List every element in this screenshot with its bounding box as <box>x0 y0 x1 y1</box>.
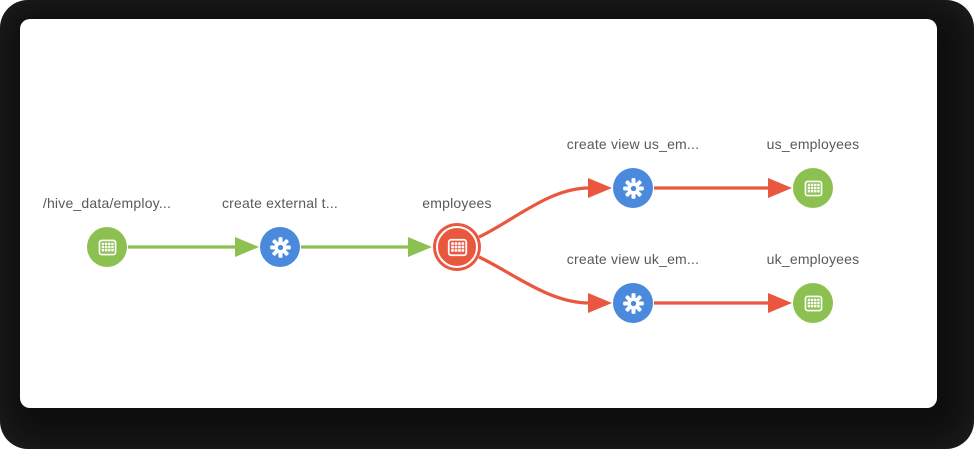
table-grid-glyph <box>98 239 116 255</box>
arrowhead-icon <box>768 293 792 313</box>
lineage-edge-employees-to-create-view-uk <box>478 255 590 305</box>
table-icon <box>96 236 119 259</box>
lineage-node-label-uk-employees: uk_employees <box>766 251 860 267</box>
lineage-node-label-employees: employees <box>422 195 492 211</box>
gear-glyph <box>622 292 644 314</box>
lineage-node-create-view-us[interactable] <box>613 168 653 208</box>
gear-glyph <box>622 177 644 199</box>
lineage-node-label-create-view-us: create view us_em... <box>566 136 700 152</box>
table-grid-glyph <box>804 295 822 311</box>
table-icon <box>802 292 825 315</box>
lineage-node-uk-employees[interactable] <box>793 283 833 323</box>
arrowhead-icon <box>235 237 259 257</box>
lineage-node-us-employees[interactable] <box>793 168 833 208</box>
lineage-node-label-us-employees: us_employees <box>766 136 860 152</box>
lineage-edge-employees-to-create-view-us <box>478 186 590 239</box>
table-grid-glyph <box>804 180 822 196</box>
table-icon <box>802 177 825 200</box>
gear-icon <box>269 236 292 259</box>
arrowhead-icon <box>588 293 612 313</box>
lineage-edges-layer <box>128 178 792 313</box>
gear-glyph <box>269 236 291 258</box>
arrowhead-icon <box>588 178 612 198</box>
lineage-node-employees[interactable] <box>433 223 481 271</box>
arrowhead-icon <box>408 237 432 257</box>
lineage-node-hive-data-path[interactable] <box>87 227 127 267</box>
gear-icon <box>622 292 645 315</box>
lineage-canvas[interactable]: /hive_data/employ... create external t...… <box>20 19 937 408</box>
arrowhead-icon <box>768 178 792 198</box>
lineage-node-create-view-uk[interactable] <box>613 283 653 323</box>
lineage-node-label-create-view-uk: create view uk_em... <box>566 251 700 267</box>
lineage-node-label-hive-data-path: /hive_data/employ... <box>42 195 172 211</box>
gear-icon <box>622 177 645 200</box>
table-icon <box>445 235 470 260</box>
table-grid-glyph <box>447 238 467 256</box>
lineage-node-create-external-table[interactable] <box>260 227 300 267</box>
lineage-node-label-create-external-table: create external t... <box>221 195 339 211</box>
